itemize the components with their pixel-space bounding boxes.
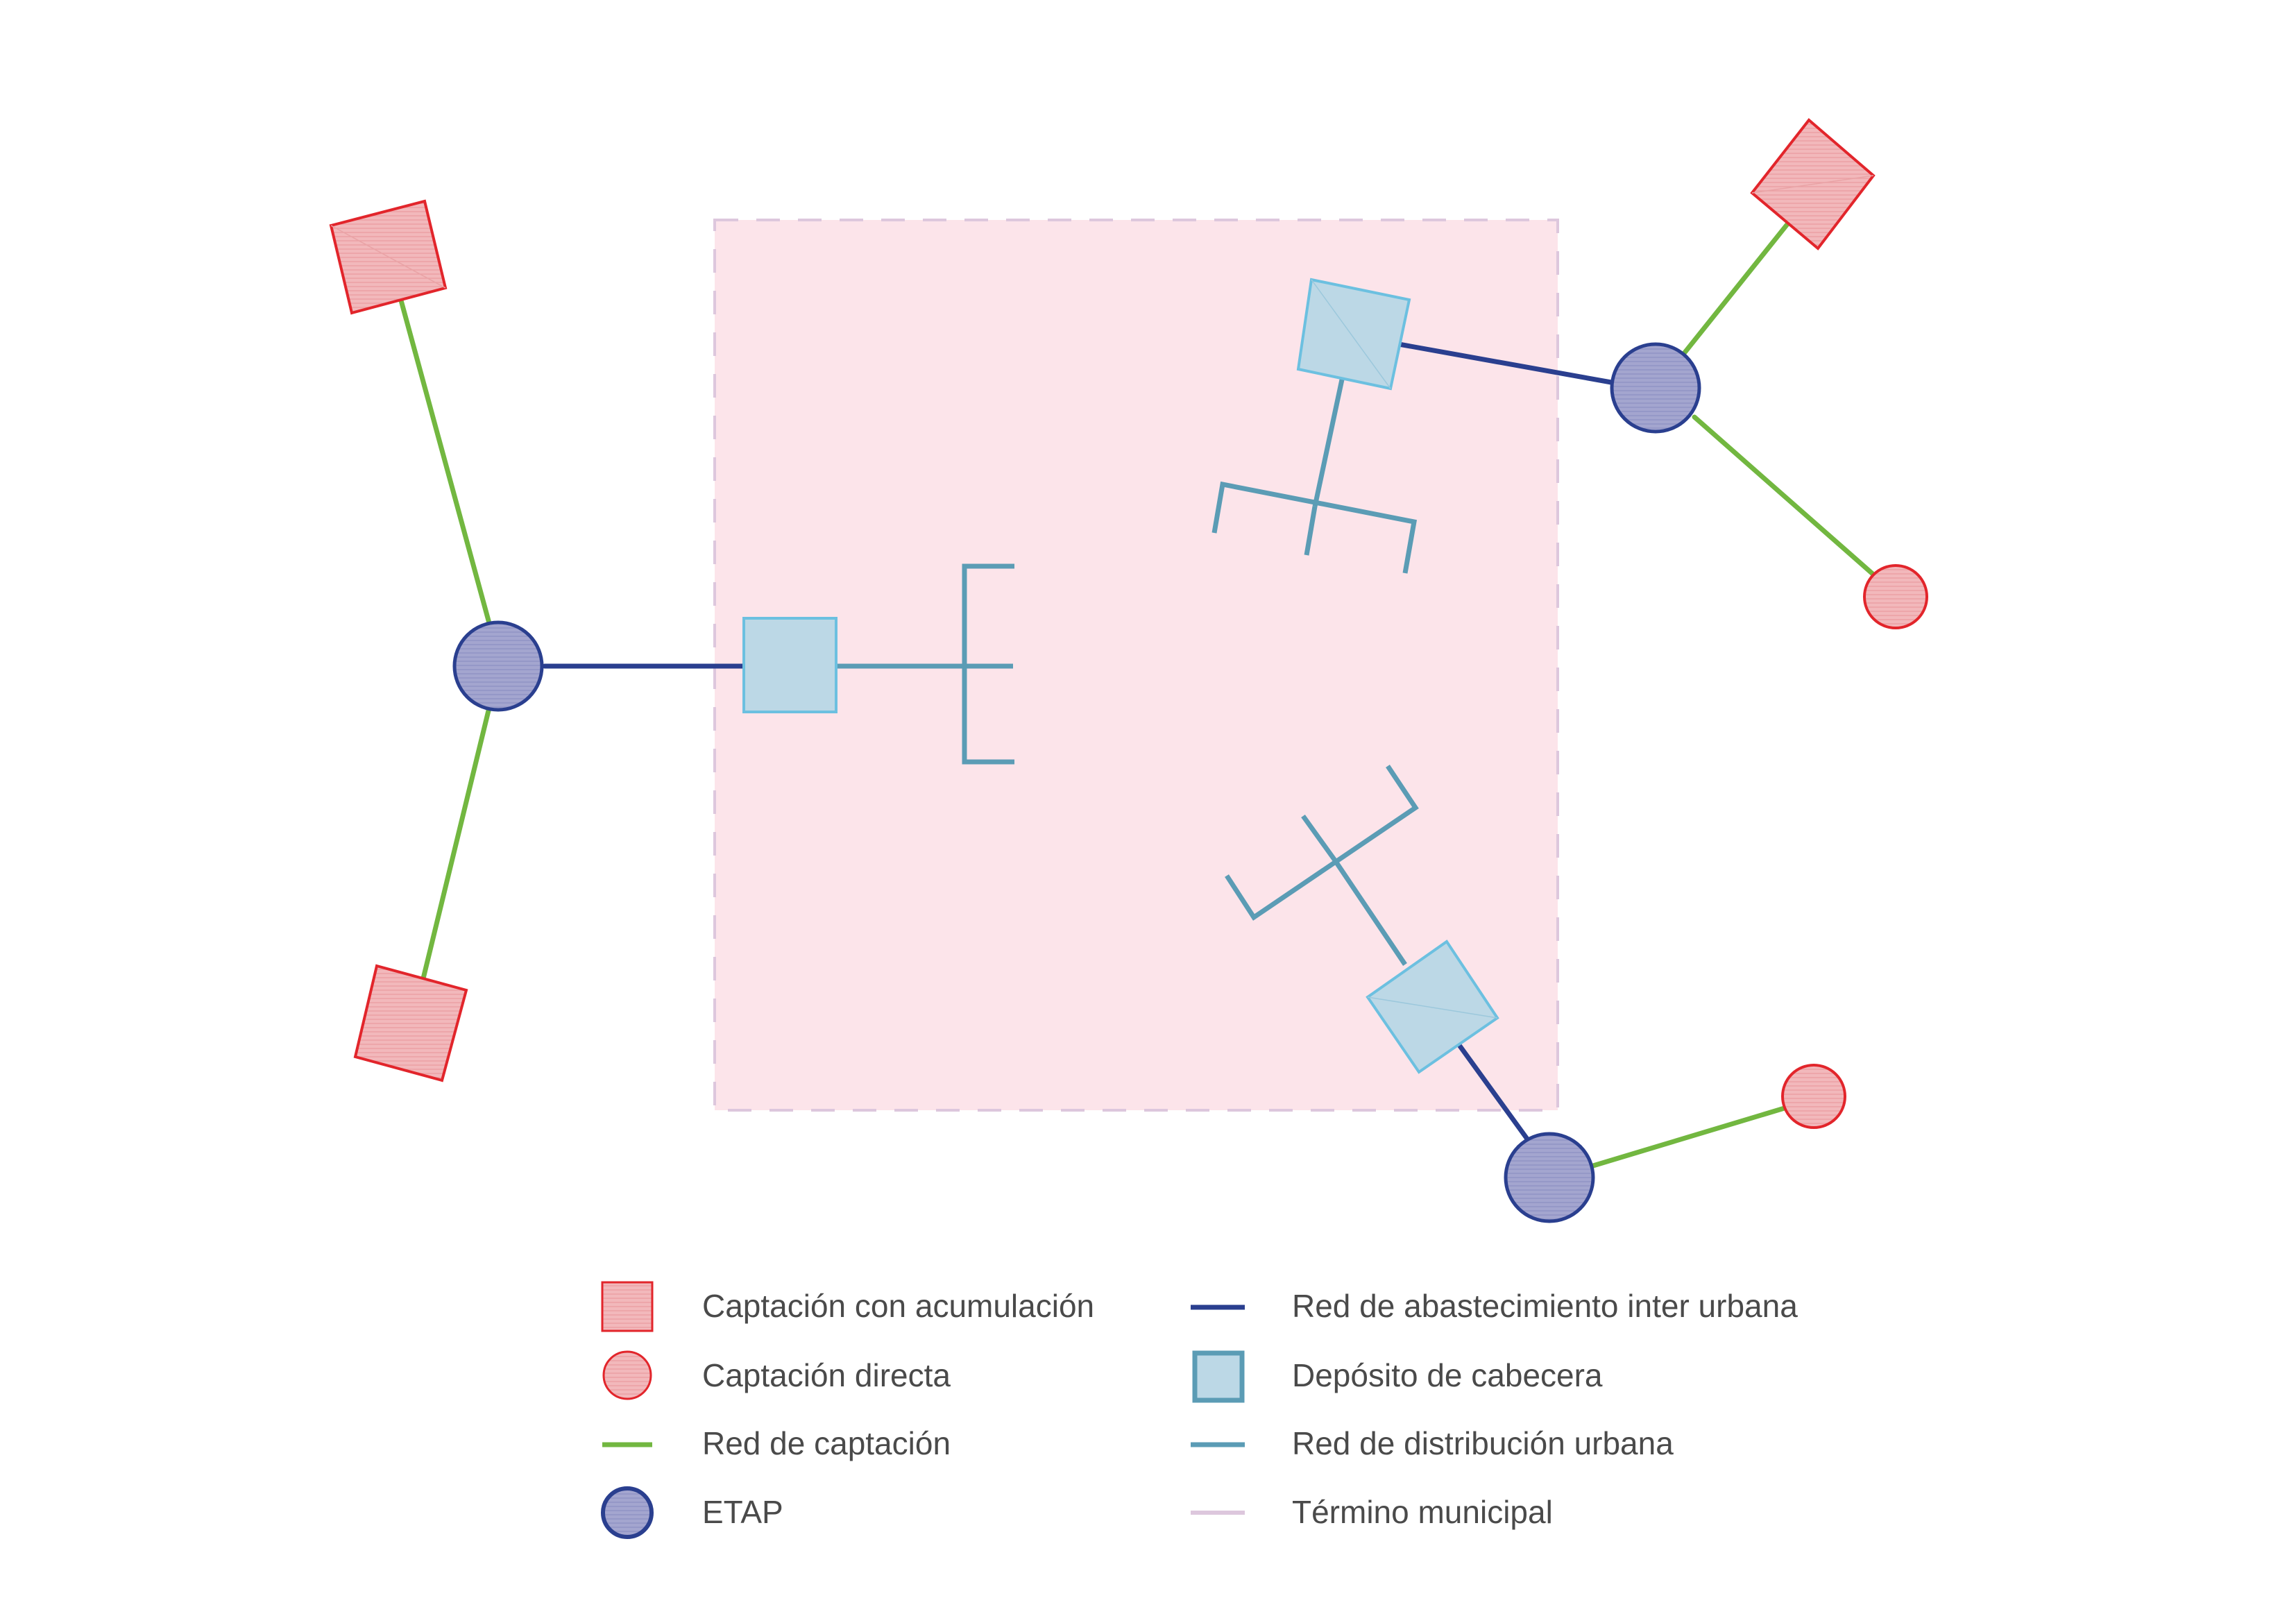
urban-network-lines	[836, 379, 1419, 966]
urban-network-se-branch	[1301, 814, 1337, 863]
header-tank-northeast	[1296, 278, 1411, 391]
direct-catchment-southeast	[1781, 1064, 1846, 1129]
etap-west	[452, 620, 544, 712]
catchment-line-ne	[1682, 218, 1793, 355]
urban-network-se-bar	[1225, 765, 1419, 921]
legend-interurban-network-label: Red de abastecimiento inter urbana	[1292, 1288, 1798, 1324]
catchment-line-nw	[398, 298, 492, 626]
legend-etap-label: ETAP	[702, 1494, 783, 1530]
interurban-line-ne	[1396, 341, 1614, 385]
legend: Captación con acumulación Captación dire…	[601, 1281, 1798, 1539]
legend-item-municipal-boundary: Término municipal	[1191, 1494, 1553, 1530]
accumulation-catchments	[329, 118, 1876, 1082]
catchment-line-sw	[420, 705, 492, 981]
legend-item-header-tank: Depósito de cabecera	[1192, 1350, 1603, 1403]
urban-network-west-bracket	[962, 563, 1014, 765]
accumulation-catchment-ne-diagonal	[1751, 175, 1874, 194]
direct-catchments	[1781, 564, 1928, 1129]
header-tank-southeast-diagonal	[1367, 996, 1498, 1019]
legend-item-catchment-network: Red de captación	[602, 1425, 951, 1461]
legend-accumulation-catchment-symbol	[601, 1281, 654, 1332]
etap-northeast	[1610, 342, 1701, 434]
legend-item-interurban-network: Red de abastecimiento inter urbana	[1191, 1288, 1798, 1324]
legend-municipal-boundary-label: Término municipal	[1292, 1494, 1553, 1530]
header-tank-southeast	[1366, 940, 1499, 1074]
legend-accumulation-catchment-label: Captación con acumulación	[702, 1288, 1094, 1324]
accumulation-catchment-sw	[353, 964, 468, 1082]
legend-direct-catchment-symbol	[602, 1350, 652, 1400]
legend-item-etap: ETAP	[601, 1486, 783, 1539]
legend-item-accumulation-catchment: Captación con acumulación	[601, 1281, 1094, 1332]
urban-network-ne-bar	[1211, 481, 1418, 574]
legend-header-tank-label: Depósito de cabecera	[1292, 1357, 1603, 1393]
legend-item-direct-catchment: Captación directa	[602, 1350, 951, 1400]
interurban-line-se	[1454, 1039, 1529, 1141]
urban-network-ne-trunk	[1312, 379, 1345, 507]
legend-direct-catchment-label: Captación directa	[702, 1357, 951, 1393]
urban-network-se-trunk	[1333, 859, 1407, 966]
catchment-line-e	[1692, 414, 1876, 577]
legend-urban-network-label: Red de distribución urbana	[1292, 1425, 1674, 1461]
catchment-network-lines	[398, 218, 1876, 1169]
header-tank-west	[742, 617, 837, 713]
legend-header-tank-symbol	[1192, 1350, 1245, 1403]
legend-etap-symbol	[601, 1486, 654, 1539]
urban-network-ne-branch	[1304, 506, 1318, 556]
etap-plants	[452, 342, 1701, 1223]
etap-southeast	[1504, 1132, 1595, 1223]
header-tanks	[742, 278, 1499, 1074]
header-tank-northeast-diagonal	[1311, 279, 1391, 389]
legend-item-urban-network: Red de distribución urbana	[1191, 1425, 1674, 1461]
accumulation-catchment-nw-diagonal	[330, 225, 446, 289]
legend-catchment-network-label: Red de captación	[702, 1425, 951, 1461]
interurban-network-lines	[542, 341, 1614, 1141]
catchment-line-se	[1590, 1105, 1789, 1169]
direct-catchment-east	[1863, 564, 1928, 629]
